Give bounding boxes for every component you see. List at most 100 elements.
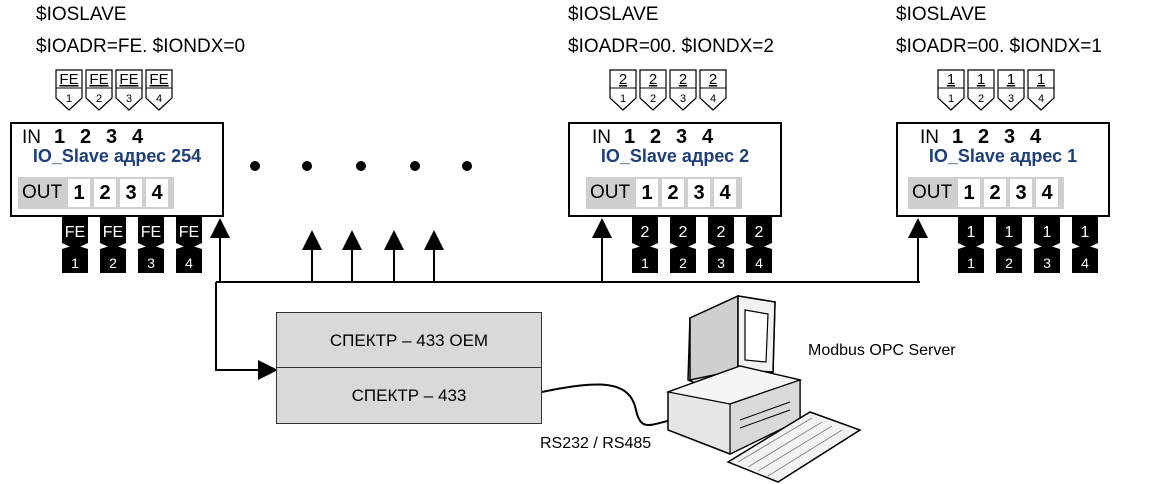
svg-text:4: 4 <box>156 93 162 105</box>
input-tag: FE 2 <box>85 69 113 111</box>
ellipsis-dot <box>410 161 420 171</box>
input-tag: 1 4 <box>1027 69 1055 111</box>
ellipsis-dot <box>356 161 366 171</box>
svg-text:2: 2 <box>109 255 117 271</box>
svg-text:FE: FE <box>59 71 78 88</box>
output-tag: 2 2 <box>670 217 696 273</box>
out-label: OUT <box>590 182 631 203</box>
out-row: OUT 1 2 3 4 <box>18 177 175 209</box>
ellipsis-dot <box>250 161 260 171</box>
slave-2-header-2: $IOADR=00. $IONDX=2 <box>568 36 774 57</box>
output-tag: 1 2 <box>996 217 1022 273</box>
svg-text:FE: FE <box>179 224 199 241</box>
in-port: 3 <box>106 126 118 148</box>
svg-text:1: 1 <box>1007 71 1015 88</box>
in-port: 3 <box>676 126 688 148</box>
in-port: 2 <box>978 126 990 148</box>
input-tag: 2 2 <box>639 69 667 111</box>
out-port: 3 <box>688 179 711 207</box>
svg-text:1: 1 <box>948 93 954 105</box>
svg-text:4: 4 <box>185 255 193 271</box>
input-tag: 2 3 <box>669 69 697 111</box>
spectr-433-oem-box: СПЕКТР – 433 OEM <box>276 312 542 368</box>
svg-text:2: 2 <box>619 71 627 88</box>
svg-text:2: 2 <box>641 224 650 241</box>
svg-text:2: 2 <box>978 93 984 105</box>
wire-to-spectr <box>215 282 278 380</box>
svg-text:3: 3 <box>1008 93 1014 105</box>
svg-text:1: 1 <box>967 255 975 271</box>
svg-text:FE: FE <box>103 224 123 241</box>
svg-text:1: 1 <box>1005 224 1014 241</box>
in-port: 1 <box>54 126 66 148</box>
svg-text:4: 4 <box>710 93 716 105</box>
input-tag: 1 2 <box>967 69 995 111</box>
svg-text:1: 1 <box>967 224 976 241</box>
svg-text:3: 3 <box>717 255 725 271</box>
input-tag: FE 1 <box>55 69 83 111</box>
output-tag: 2 4 <box>746 217 772 273</box>
in-label: IN <box>920 127 939 148</box>
interface-label: RS232 / RS485 <box>540 435 652 452</box>
out-row: OUT 1 2 3 4 <box>586 177 743 209</box>
in-label: IN <box>592 127 611 148</box>
in-port: 1 <box>952 126 964 148</box>
input-tag: 1 1 <box>937 69 965 111</box>
in-port: 4 <box>702 126 714 148</box>
out-port: 4 <box>146 179 169 207</box>
in-port: 2 <box>80 126 92 148</box>
out-port: 3 <box>120 179 143 207</box>
slave-title: IO_Slave адрес 1 <box>928 146 1078 166</box>
in-label: IN <box>22 127 41 148</box>
output-tag: 2 1 <box>632 217 658 273</box>
output-tag: FE 1 <box>62 217 88 273</box>
output-tag: 1 3 <box>1034 217 1060 273</box>
slave-title: IO_Slave адрес 2 <box>600 146 750 166</box>
slave-254-header-2: $IOADR=FE. $IONDX=0 <box>36 36 246 57</box>
svg-text:1: 1 <box>66 93 72 105</box>
out-port: 2 <box>984 179 1007 207</box>
out-port: 1 <box>958 179 981 207</box>
ellipsis-dot <box>302 161 312 171</box>
svg-text:2: 2 <box>709 71 717 88</box>
svg-text:4: 4 <box>1038 93 1044 105</box>
out-port: 4 <box>1036 179 1059 207</box>
slave-title: IO_Slave адрес 254 <box>32 146 202 166</box>
out-port: 4 <box>714 179 737 207</box>
input-tag: FE 3 <box>115 69 143 111</box>
svg-text:2: 2 <box>717 224 726 241</box>
svg-text:1: 1 <box>620 93 626 105</box>
svg-text:3: 3 <box>1043 255 1051 271</box>
serial-cable <box>541 383 691 427</box>
svg-text:4: 4 <box>1081 255 1089 271</box>
svg-text:1: 1 <box>71 255 79 271</box>
svg-text:2: 2 <box>650 93 656 105</box>
svg-text:1: 1 <box>947 71 955 88</box>
svg-text:FE: FE <box>89 71 108 88</box>
out-port: 2 <box>662 179 685 207</box>
in-port: 2 <box>650 126 662 148</box>
svg-text:1: 1 <box>641 255 649 271</box>
svg-text:FE: FE <box>149 71 168 88</box>
slave-254-header-1: $IOSLAVE <box>36 4 127 25</box>
spectr-433-box: СПЕКТР – 433 <box>276 368 542 424</box>
svg-text:FE: FE <box>65 224 85 241</box>
input-tag: 2 4 <box>699 69 727 111</box>
svg-text:FE: FE <box>141 224 161 241</box>
out-port: 3 <box>1010 179 1033 207</box>
svg-text:3: 3 <box>126 93 132 105</box>
svg-text:2: 2 <box>649 71 657 88</box>
out-port: 1 <box>68 179 91 207</box>
svg-text:2: 2 <box>679 71 687 88</box>
svg-text:3: 3 <box>147 255 155 271</box>
output-tag: 1 4 <box>1072 217 1098 273</box>
svg-text:4: 4 <box>755 255 763 271</box>
output-tag: FE 3 <box>138 217 164 273</box>
